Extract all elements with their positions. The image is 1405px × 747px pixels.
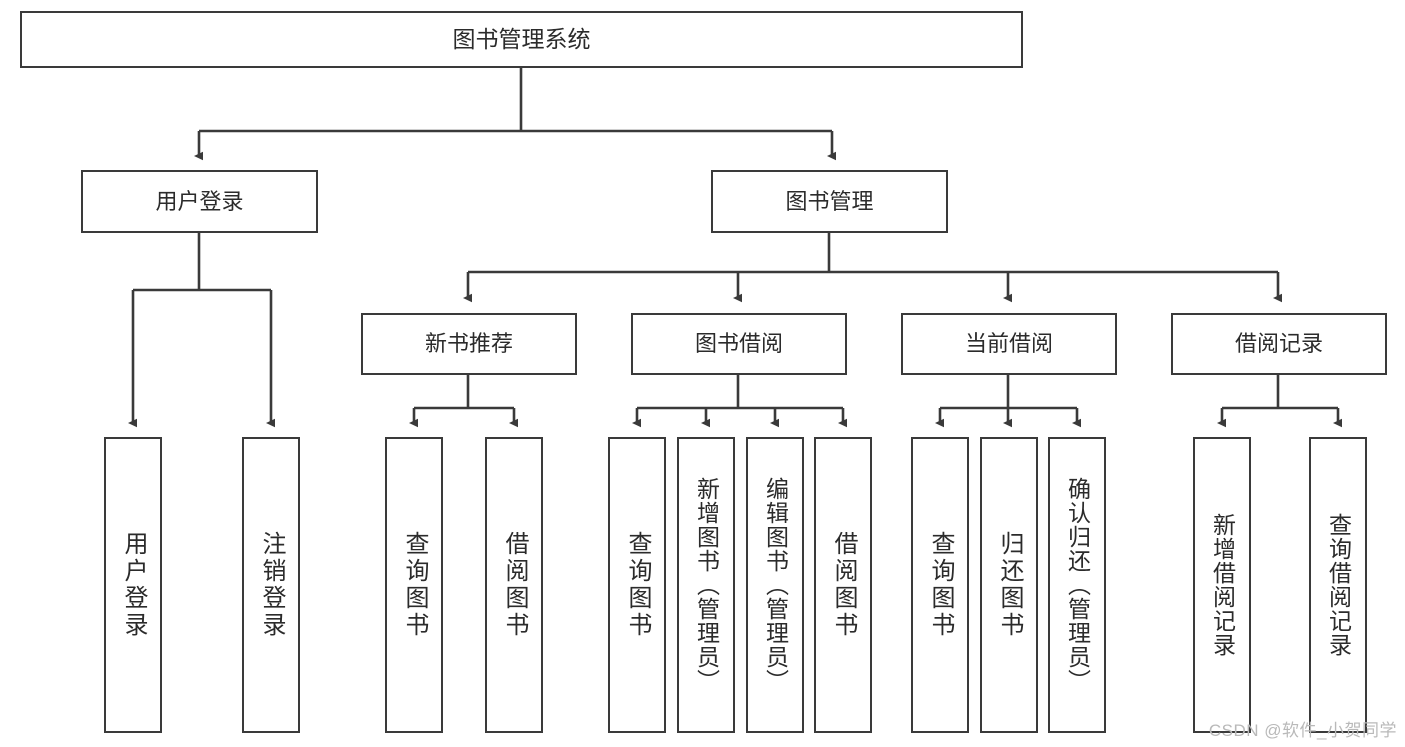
node-new-book-recommend[interactable]: 新书推荐 <box>361 313 577 375</box>
node-user-login[interactable]: 用户登录 <box>81 170 318 233</box>
leaf-return-book[interactable]: 归还图书 <box>980 437 1038 733</box>
leaf-borrow-book[interactable]: 借阅图书 <box>814 437 872 733</box>
node-label: 编辑图书（管理员） <box>762 477 789 693</box>
leaf-user-login[interactable]: 用户登录 <box>104 437 162 733</box>
leaf-query-borrow-record[interactable]: 查询借阅记录 <box>1309 437 1367 733</box>
leaf-query-book-new[interactable]: 查询图书 <box>385 437 443 733</box>
node-root[interactable]: 图书管理系统 <box>20 11 1023 68</box>
node-label: 用户登录 <box>120 531 147 639</box>
node-label: 查询图书 <box>927 531 954 639</box>
leaf-confirm-return-admin[interactable]: 确认归还（管理员） <box>1048 437 1106 733</box>
node-label: 借阅图书 <box>501 531 528 639</box>
node-label: 当前借阅 <box>964 331 1053 357</box>
leaf-query-book-borrow[interactable]: 查询图书 <box>608 437 666 733</box>
node-book-borrow[interactable]: 图书借阅 <box>631 313 847 375</box>
node-label: 图书管理 <box>785 188 874 214</box>
node-label: 查询借阅记录 <box>1325 513 1352 657</box>
node-label: 查询图书 <box>401 531 428 639</box>
leaf-query-book-current[interactable]: 查询图书 <box>911 437 969 733</box>
leaf-add-borrow-record[interactable]: 新增借阅记录 <box>1193 437 1251 733</box>
leaf-add-book-admin[interactable]: 新增图书（管理员） <box>677 437 735 733</box>
leaf-borrow-book-new[interactable]: 借阅图书 <box>485 437 543 733</box>
watermark: CSDN @软件_小贺同学 <box>1208 721 1397 740</box>
node-label: 图书管理系统 <box>452 26 591 53</box>
node-borrow-records[interactable]: 借阅记录 <box>1171 313 1387 375</box>
leaf-logout[interactable]: 注销登录 <box>242 437 300 733</box>
node-label: 归还图书 <box>996 531 1023 639</box>
node-label: 新增借阅记录 <box>1209 513 1236 657</box>
node-current-borrow[interactable]: 当前借阅 <box>901 313 1117 375</box>
node-book-management[interactable]: 图书管理 <box>711 170 948 233</box>
node-label: 确认归还（管理员） <box>1064 477 1091 693</box>
leaf-edit-book-admin[interactable]: 编辑图书（管理员） <box>746 437 804 733</box>
node-label: 用户登录 <box>155 188 244 214</box>
node-label: 图书借阅 <box>694 331 783 357</box>
node-label: 新增图书（管理员） <box>693 477 720 693</box>
node-label: 查询图书 <box>624 531 651 639</box>
node-label: 借阅图书 <box>830 531 857 639</box>
node-label: 注销登录 <box>258 531 285 639</box>
node-label: 借阅记录 <box>1234 331 1323 357</box>
node-label: 新书推荐 <box>424 331 513 357</box>
